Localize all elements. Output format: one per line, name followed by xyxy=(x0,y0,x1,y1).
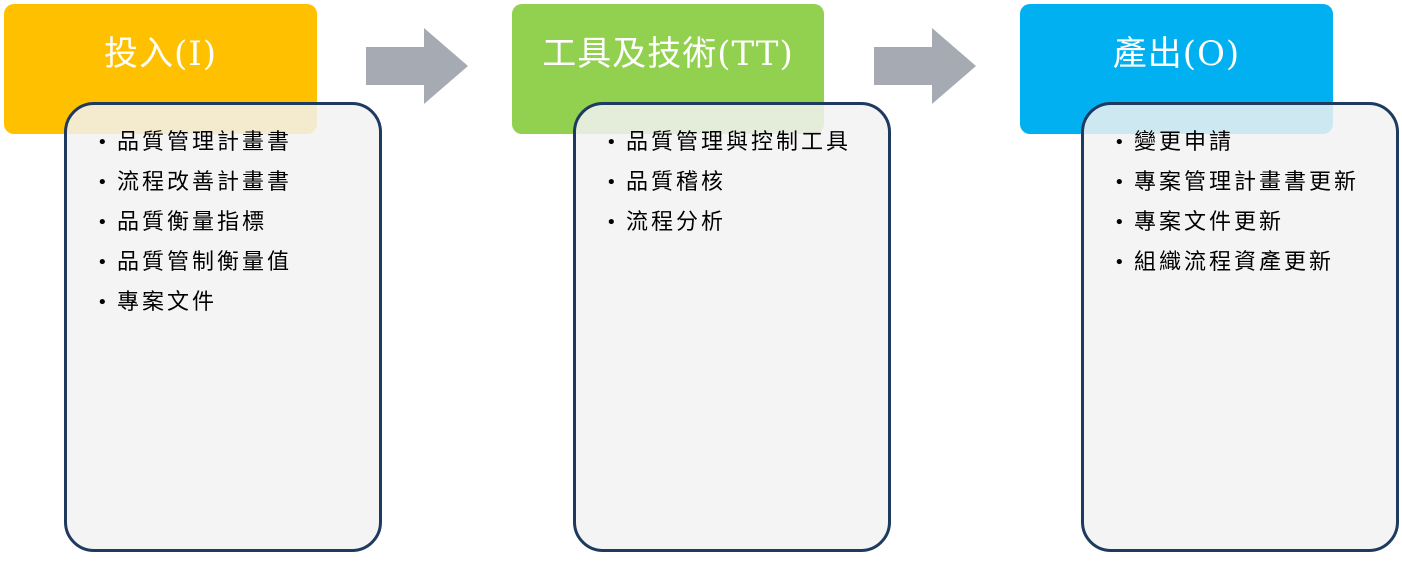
input-title: 投入(I) xyxy=(104,34,217,74)
arrow-right-icon xyxy=(366,28,468,104)
output-title: 產出(O) xyxy=(1112,34,1241,74)
arrow-right-icon xyxy=(874,28,976,104)
bullet-icon: • xyxy=(606,172,620,193)
tools-list: •品質管理與控制工具 •品質稽核 •流程分析 xyxy=(604,127,874,247)
bullet-icon: • xyxy=(97,172,111,193)
list-item: •組織流程資產更新 xyxy=(1112,247,1382,279)
list-item: •專案管理計畫書更新 xyxy=(1112,167,1382,199)
bullet-icon: • xyxy=(1114,172,1128,193)
tools-box: •品質管理與控制工具 •品質稽核 •流程分析 xyxy=(573,102,891,552)
bullet-icon: • xyxy=(606,132,620,153)
list-item: •品質衡量指標 xyxy=(95,207,292,239)
tools-title: 工具及技術(TT) xyxy=(542,34,794,74)
bullet-icon: • xyxy=(606,212,620,233)
bullet-icon: • xyxy=(97,252,111,273)
list-item: •品質管制衡量值 xyxy=(95,247,292,279)
input-box: •品質管理計畫書 •流程改善計畫書 •品質衡量指標 •品質管制衡量值 •專案文件 xyxy=(64,102,382,552)
list-item: •變更申請 xyxy=(1112,127,1382,159)
bullet-icon: • xyxy=(97,212,111,233)
input-list: •品質管理計畫書 •流程改善計畫書 •品質衡量指標 •品質管制衡量值 •專案文件 xyxy=(95,127,292,327)
list-item: •流程分析 xyxy=(604,207,874,239)
list-item: •品質稽核 xyxy=(604,167,874,199)
bullet-icon: • xyxy=(1114,212,1128,233)
output-list: •變更申請 •專案管理計畫書更新 •專案文件更新 •組織流程資產更新 xyxy=(1112,127,1382,287)
list-item: •品質管理與控制工具 xyxy=(604,127,874,159)
bullet-icon: • xyxy=(97,132,111,153)
list-item: •專案文件 xyxy=(95,287,292,319)
bullet-icon: • xyxy=(97,292,111,313)
list-item: •流程改善計畫書 xyxy=(95,167,292,199)
list-item: •品質管理計畫書 xyxy=(95,127,292,159)
bullet-icon: • xyxy=(1114,132,1128,153)
output-box: •變更申請 •專案管理計畫書更新 •專案文件更新 •組織流程資產更新 xyxy=(1081,102,1399,552)
list-item: •專案文件更新 xyxy=(1112,207,1382,239)
bullet-icon: • xyxy=(1114,252,1128,273)
